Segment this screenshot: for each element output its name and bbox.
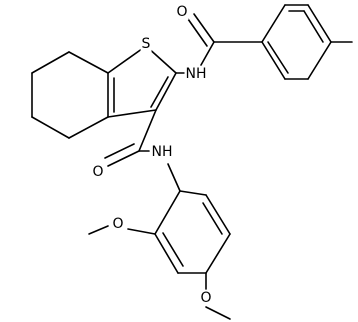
bond: [138, 109, 157, 152]
bond: [267, 41, 289, 74]
bond: [179, 190, 207, 196]
nh-group: NH: [150, 144, 174, 160]
oxygen-atom: O: [199, 290, 213, 306]
bond: [307, 41, 332, 80]
bond: [107, 45, 147, 74]
bond: [127, 228, 156, 235]
bond: [261, 4, 286, 43]
bond: [68, 51, 109, 74]
bond: [205, 306, 231, 320]
bond: [193, 13, 215, 43]
bond: [261, 41, 286, 80]
bond: [155, 72, 177, 111]
bond: [205, 194, 231, 235]
bond: [31, 51, 70, 74]
bond: [307, 4, 332, 43]
nh-group: NH: [184, 66, 208, 82]
bond: [200, 41, 215, 66]
sulfur-atom: S: [140, 36, 152, 52]
bond: [187, 18, 208, 47]
bond: [88, 225, 109, 235]
bond: [303, 10, 324, 43]
bond: [167, 163, 181, 192]
bond: [107, 150, 140, 167]
bond: [154, 190, 181, 235]
bond: [205, 233, 231, 274]
bond: [150, 76, 169, 108]
bond: [68, 116, 109, 139]
bond: [31, 116, 70, 139]
bond: [107, 109, 157, 118]
oxygen-atom: O: [91, 164, 105, 180]
oxygen-atom: O: [175, 4, 189, 20]
bond: [104, 143, 135, 159]
oxygen-atom: O: [111, 216, 125, 232]
bond: [154, 233, 179, 274]
bond: [202, 202, 223, 235]
bond: [162, 232, 184, 267]
